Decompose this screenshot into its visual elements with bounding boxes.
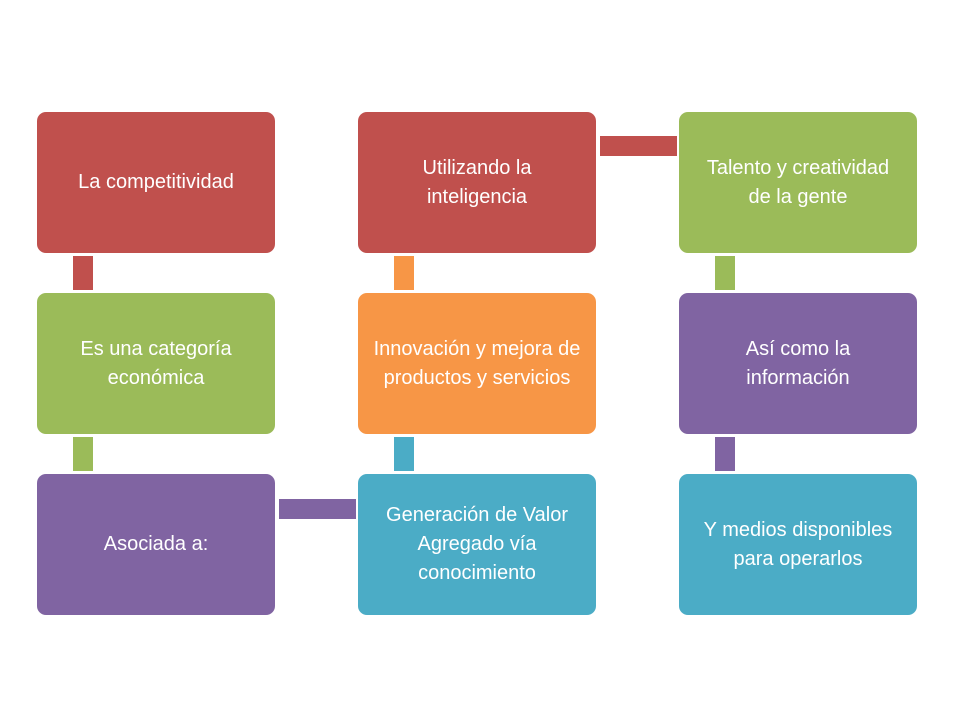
connector-1-2 (73, 256, 93, 290)
node-label: Y medios disponibles para operarlos (703, 518, 893, 570)
connector-6-7 (600, 136, 677, 156)
connector-7-8 (715, 256, 735, 290)
connector-2-3 (73, 437, 93, 471)
node-talento-creatividad: Talento y creatividad de la gente (679, 112, 917, 253)
connector-8-9 (715, 437, 735, 471)
connector-5-6 (394, 256, 414, 290)
node-label: Asociada a: (103, 533, 209, 555)
node-innovacion: Innovación y mejora de productos y servi… (358, 293, 596, 434)
node-label: Generación de Valor Agregado vía conocim… (386, 504, 568, 584)
connector-3-4 (279, 499, 356, 519)
connector-4-5 (394, 437, 414, 471)
node-label: Utilizando la inteligencia (422, 156, 532, 208)
node-label: Talento y creatividad de la gente (706, 156, 890, 208)
node-medios-disponibles: Y medios disponibles para operarlos (679, 474, 917, 615)
node-categoria-economica: Es una categoría económica (37, 293, 275, 434)
node-la-competitividad: La competitividad (37, 112, 275, 253)
node-label: La competitividad (78, 171, 234, 193)
node-asociada-a: Asociada a: (37, 474, 275, 615)
node-inteligencia: Utilizando la inteligencia (358, 112, 596, 253)
node-label: Así como la información (745, 337, 851, 389)
node-label: Innovación y mejora de productos y servi… (373, 337, 581, 389)
node-generacion-valor: Generación de Valor Agregado vía conocim… (358, 474, 596, 615)
node-label: Es una categoría económica (80, 337, 232, 389)
node-informacion: Así como la información (679, 293, 917, 434)
